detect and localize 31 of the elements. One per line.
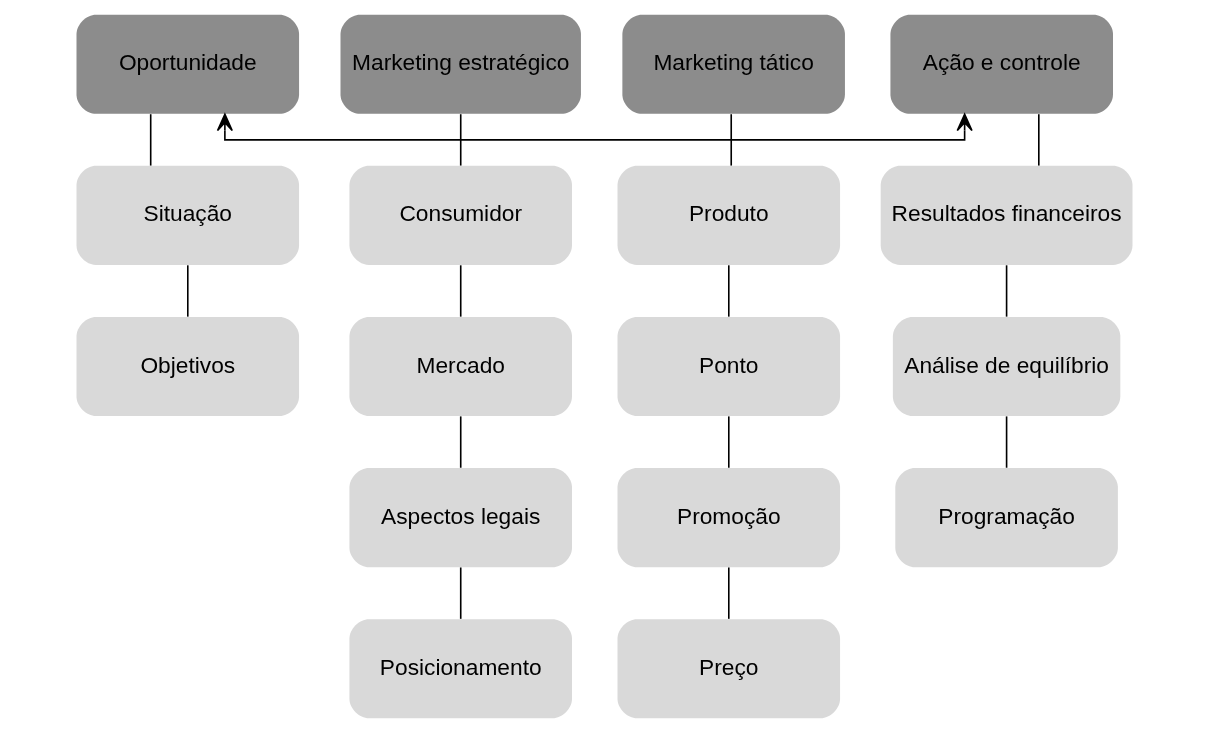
node-box: Marketing estratégico xyxy=(340,14,581,114)
node-box: Objetivos xyxy=(76,316,300,417)
connector xyxy=(727,264,730,318)
node-box: Promoção xyxy=(617,468,841,568)
connector xyxy=(149,113,152,167)
connector xyxy=(186,264,189,318)
connector xyxy=(1005,415,1008,469)
connector xyxy=(1005,264,1008,318)
node-box: Marketing tático xyxy=(622,14,845,114)
node-box: Posicionamento xyxy=(349,619,572,719)
connector xyxy=(459,415,462,469)
connector xyxy=(727,415,730,469)
node-box: Preço xyxy=(617,619,841,719)
node-box: Mercado xyxy=(349,316,572,417)
node-box: Situação xyxy=(76,165,300,265)
connector xyxy=(727,566,730,620)
node-box: Análise de equilíbrio xyxy=(892,316,1121,417)
connector xyxy=(730,113,733,167)
node-box: Oportunidade xyxy=(76,14,300,114)
node-box: Ação e controle xyxy=(890,14,1113,114)
connector xyxy=(1038,113,1040,167)
node-box: Aspectos legais xyxy=(349,468,572,568)
node-box: Produto xyxy=(617,165,841,265)
arrow xyxy=(216,113,973,141)
node-box: Resultados financeiros xyxy=(880,165,1133,265)
connector xyxy=(459,264,462,318)
node-box: Consumidor xyxy=(349,165,572,265)
node-box: Ponto xyxy=(617,316,841,417)
connector xyxy=(459,113,462,167)
node-box: Programação xyxy=(895,468,1118,568)
connector xyxy=(459,566,462,620)
